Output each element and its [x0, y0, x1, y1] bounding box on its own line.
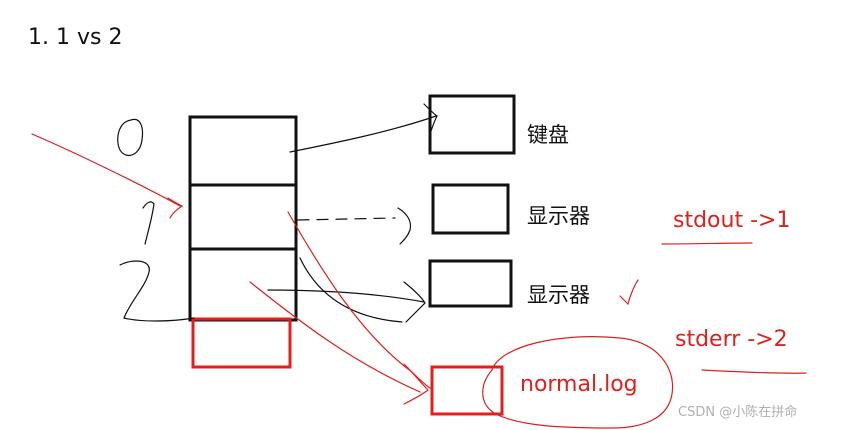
arrow-fd2-display-head — [403, 281, 426, 323]
keyboard-label: 键盘 — [527, 123, 569, 147]
stdout-annotation: stdout ->1 — [673, 208, 791, 233]
log-file-box — [430, 365, 504, 416]
red-underline-stdout — [661, 242, 753, 245]
target-boxes — [428, 94, 516, 308]
tail-to-display-curve — [299, 257, 403, 323]
fd-cell-2 — [188, 247, 298, 322]
display-box-2 — [428, 259, 513, 308]
red-arrow-log-head — [403, 363, 429, 405]
log-file-label: normal.log — [520, 372, 638, 397]
fd-cell-1 — [188, 183, 298, 251]
arrow-fd0-keyboard-head — [423, 103, 438, 135]
stderr-annotation: stderr ->2 — [675, 327, 788, 352]
fd-numbers-handwritten — [117, 118, 195, 322]
red-circle-around-log-label — [482, 336, 674, 429]
display-label-1: 显示器 — [527, 204, 590, 228]
red-arrow-into-fd1-head — [167, 197, 184, 219]
red-arrow-into-fd1 — [31, 133, 181, 207]
arrow-fd1-display-head — [397, 207, 412, 245]
display-box-1 — [431, 183, 510, 235]
display-label-2: 显示器 — [527, 283, 590, 307]
arrow-fd0-keyboard — [289, 115, 437, 153]
page-heading: 1. 1 vs 2 — [28, 25, 123, 50]
red-underline-stderr — [701, 369, 807, 374]
fd-cell-0 — [188, 115, 298, 187]
arrow-fd1-display-dashed — [297, 217, 396, 221]
csdn-watermark: CSDN @小陈在拼命 — [678, 405, 798, 420]
red-curve-fd2-to-log — [249, 281, 421, 393]
digit-0-glyph — [117, 118, 144, 157]
arrow-fd2-display — [267, 289, 425, 303]
keyboard-box — [428, 94, 516, 155]
red-check-mark — [619, 279, 639, 306]
digit-1-glyph — [142, 201, 155, 245]
red-curve-fd1-to-log — [287, 211, 431, 389]
red-annotations — [31, 133, 807, 429]
digit-2-glyph — [119, 260, 195, 322]
fd-cell-3 — [191, 317, 292, 369]
black-arrows — [267, 103, 438, 323]
